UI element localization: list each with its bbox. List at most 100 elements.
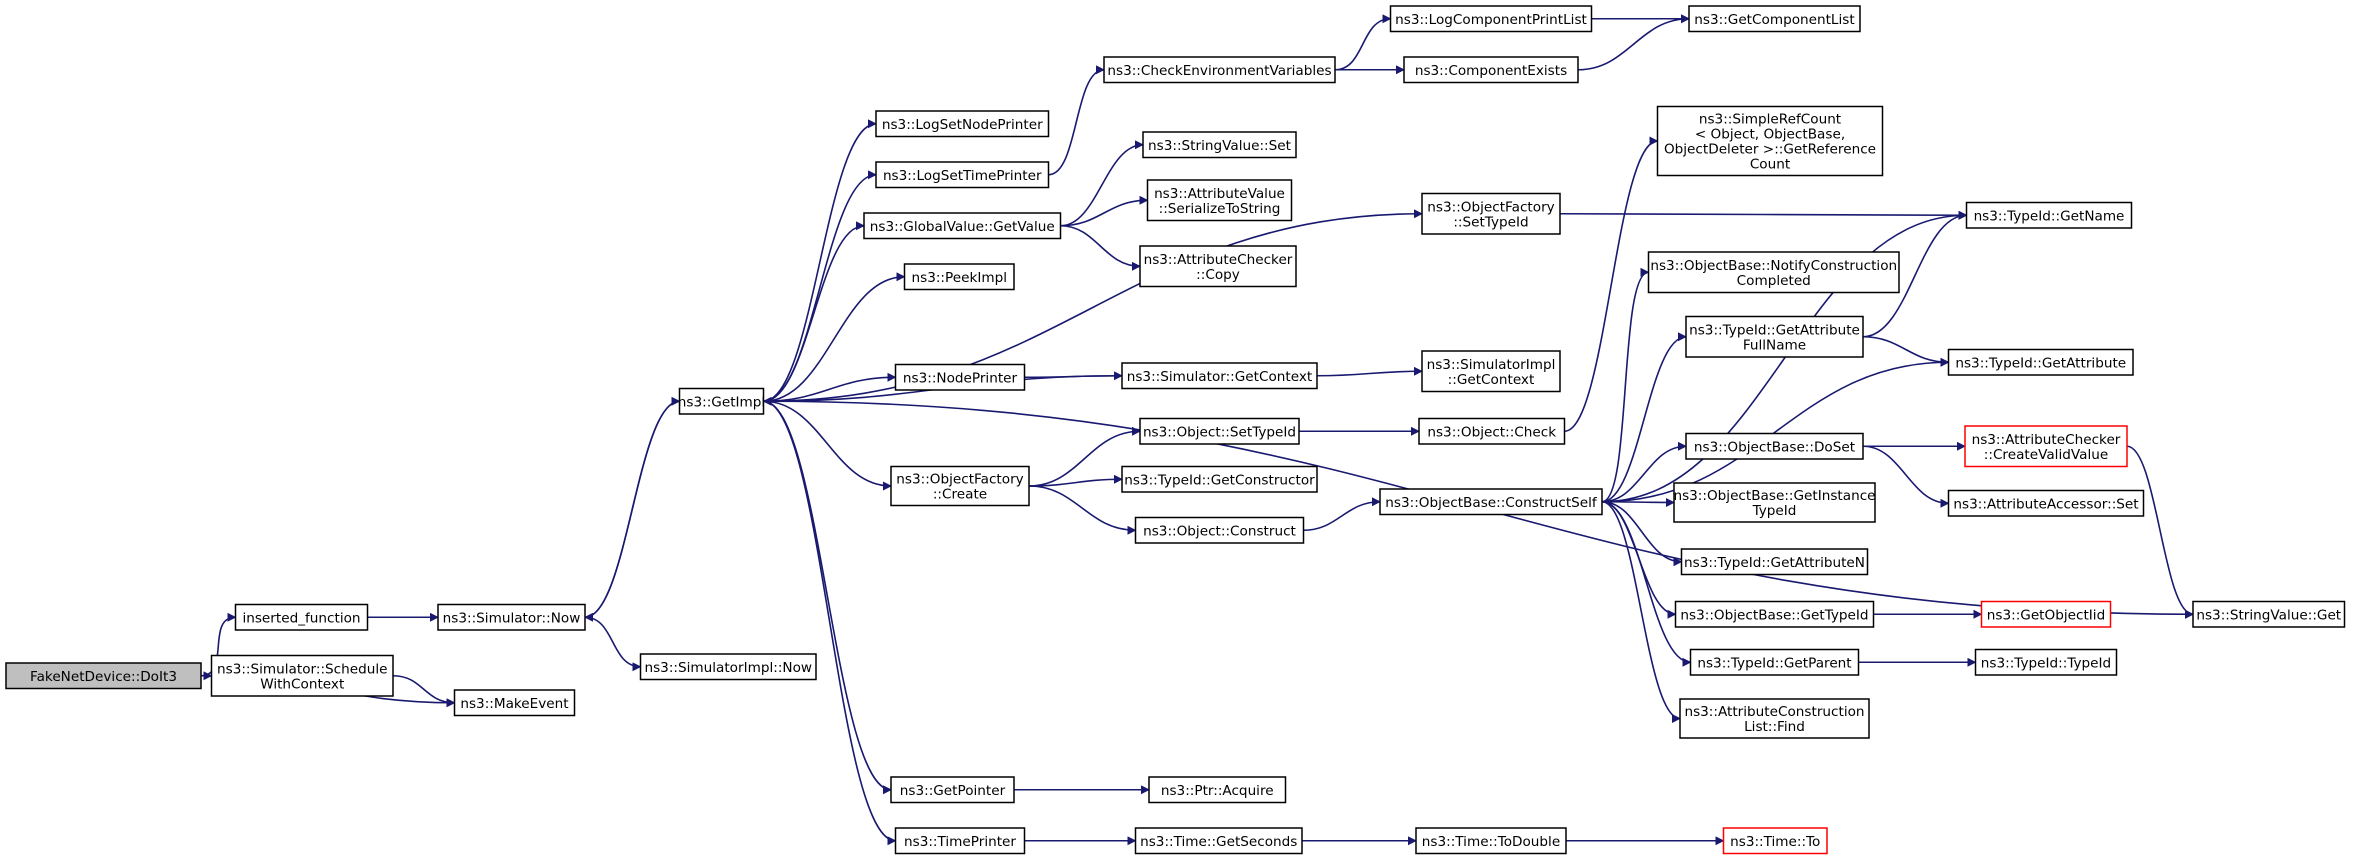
node-box — [1134, 827, 1303, 855]
node-label: ns3::GetObjectIid — [1987, 607, 2105, 623]
node-label: WithContext — [260, 676, 344, 692]
node-obj-settypeid[interactable]: ns3::Object::SetTypeId — [1139, 417, 1300, 445]
node-box — [210, 654, 394, 697]
node-label: ns3::Simulator::GetContext — [1127, 369, 1313, 385]
node-label: ns3::MakeEvent — [460, 696, 568, 712]
call-edge-ob_constructself-to-typeid_getattrfull — [1601, 332, 1687, 503]
node-ob-notify[interactable]: ns3::ObjectBase::NotifyConstructionCompl… — [1647, 251, 1900, 294]
node-box — [2192, 600, 2346, 628]
node-label: ns3::TypeId::GetConstructor — [1124, 472, 1315, 488]
node-label: ns3::GetImpl — [678, 394, 765, 410]
node-label: inserted_function — [242, 610, 360, 626]
call-edge-getimpl-to-of_create — [763, 400, 892, 491]
node-box — [1403, 56, 1579, 84]
node-time-getseconds[interactable]: ns3::Time::GetSeconds — [1134, 827, 1303, 855]
node-ob-gettypeid[interactable]: ns3::ObjectBase::GetTypeId — [1674, 600, 1875, 628]
node-typeid-getattr[interactable]: ns3::TypeId::GetAttribute — [1947, 348, 2134, 376]
node-makeevent[interactable]: ns3::MakeEvent — [453, 689, 576, 717]
node-box — [1148, 776, 1287, 804]
node-label: ::SerializeToString — [1159, 201, 1281, 217]
node-box — [875, 110, 1050, 138]
node-simplerefcount[interactable]: ns3::SimpleRefCount< Object, ObjectBase,… — [1656, 105, 1884, 177]
node-ac-copy[interactable]: ns3::AttributeChecker::Copy — [1139, 245, 1297, 288]
node-box — [639, 653, 817, 681]
node-lognodeprinter[interactable]: ns3::LogSetNodePrinter — [875, 110, 1050, 138]
node-typeid-getname[interactable]: ns3::TypeId::GetName — [1965, 201, 2133, 229]
node-getobjectiid[interactable]: ns3::GetObjectIid — [1980, 600, 2112, 628]
node-logtimeprinter[interactable]: ns3::LogSetTimePrinter — [875, 161, 1050, 189]
node-label: ns3::AttributeAccessor::Set — [1953, 496, 2138, 512]
node-label: ns3::SimulatorImpl — [1427, 357, 1556, 373]
node-getcomplist[interactable]: ns3::GetComponentList — [1688, 5, 1861, 33]
call-edge-typeid_getattrfull-to-typeid_getname — [1862, 210, 1968, 338]
node-label: ns3::TypeId::GetName — [1974, 208, 2125, 224]
node-aa-set[interactable]: ns3::AttributeAccessor::Set — [1947, 489, 2145, 517]
node-of-create[interactable]: ns3::ObjectFactory::Create — [890, 465, 1030, 507]
node-label: ns3::TypeId::GetAttributeN — [1684, 555, 1865, 571]
node-label: ns3::ObjectBase::GetTypeId — [1680, 607, 1868, 623]
call-edge-logtimeprinter-to-checkenv — [1048, 65, 1105, 176]
call-edge-ac_createvalid-to-stringvalue_get — [2126, 445, 2194, 619]
node-box — [1139, 417, 1300, 445]
node-label: ns3::LogSetTimePrinter — [883, 168, 1042, 184]
node-simimpl-getcontext[interactable]: ns3::SimulatorImpl::GetContext — [1421, 350, 1561, 393]
node-sim-getcontext[interactable]: ns3::Simulator::GetContext — [1121, 362, 1318, 390]
node-stringvalue-get[interactable]: ns3::StringValue::Get — [2192, 600, 2346, 628]
node-sim-now[interactable]: ns3::Simulator::Now — [437, 603, 586, 631]
call-edge-ob_constructself-to-typeid_getname — [1601, 210, 1968, 503]
node-label: ns3::AttributeConstruction — [1684, 704, 1864, 720]
node-label: ns3::GetComponentList — [1694, 12, 1854, 28]
node-simimpl-now[interactable]: ns3::SimulatorImpl::Now — [639, 653, 817, 681]
node-box — [1146, 179, 1293, 222]
node-label: ns3::ObjectBase::GetInstance — [1673, 488, 1875, 504]
node-obj-construct[interactable]: ns3::Object::Construct — [1134, 516, 1305, 544]
call-edge-getimpl-to-logtimeprinter — [763, 170, 877, 403]
node-root[interactable]: FakeNetDevice::DoIt3 — [5, 662, 202, 690]
call-edge-ob_constructself-to-ob_notify — [1601, 267, 1650, 503]
node-getimpl[interactable]: ns3::GetImpl — [678, 387, 765, 415]
node-getpointer[interactable]: ns3::GetPointer — [890, 776, 1015, 804]
node-timeprinter[interactable]: ns3::TimePrinter — [894, 827, 1026, 855]
node-ob-doset[interactable]: ns3::ObjectBase::DoSet — [1685, 432, 1864, 460]
node-of-settypeid[interactable]: ns3::ObjectFactory::SetTypeId — [1421, 192, 1561, 235]
node-typeid-getctor[interactable]: ns3::TypeId::GetConstructor — [1121, 465, 1318, 493]
node-compexists[interactable]: ns3::ComponentExists — [1403, 56, 1579, 84]
node-label: ns3::TimePrinter — [904, 834, 1016, 850]
node-typeid-getattrn[interactable]: ns3::TypeId::GetAttributeN — [1680, 548, 1869, 576]
node-box — [1121, 362, 1318, 390]
node-typeid-typeid[interactable]: ns3::TypeId::TypeId — [1974, 648, 2118, 676]
call-edge-ob_doset-to-aa_set — [1862, 445, 1950, 508]
node-label: FullName — [1743, 337, 1806, 353]
node-label: ns3::Object::Check — [1427, 424, 1556, 440]
node-box — [903, 263, 1015, 291]
node-peekimpl[interactable]: ns3::PeekImpl — [903, 263, 1015, 291]
call-edge-obj_check-to-simplerefcount — [1564, 136, 1659, 433]
call-edge-gv_getvalue-to-av_serialize — [1060, 195, 1149, 227]
node-ac-createvalid[interactable]: ns3::AttributeChecker::CreateValidValue — [1964, 425, 2128, 468]
node-gv-getvalue[interactable]: ns3::GlobalValue::GetValue — [863, 212, 1062, 240]
node-box — [1980, 600, 2112, 628]
node-label: ns3::ObjectFactory — [896, 472, 1023, 488]
node-label: Completed — [1737, 273, 1811, 289]
node-box — [875, 161, 1050, 189]
node-nodeprinter[interactable]: ns3::NodePrinter — [894, 363, 1026, 391]
node-inserted-function[interactable]: inserted_function — [234, 603, 369, 631]
node-stringvalue-set[interactable]: ns3::StringValue::Set — [1142, 131, 1297, 159]
node-checkenv[interactable]: ns3::CheckEnvironmentVariables — [1103, 56, 1336, 84]
node-obj-check[interactable]: ns3::Object::Check — [1418, 417, 1566, 445]
node-ptr-acquire[interactable]: ns3::Ptr::Acquire — [1148, 776, 1287, 804]
node-box — [1685, 315, 1864, 358]
function-nodes: FakeNetDevice::DoIt3inserted_functionns3… — [5, 5, 2346, 855]
node-av-serialize[interactable]: ns3::AttributeValue::SerializeToString — [1146, 179, 1293, 222]
node-label: ::Copy — [1196, 267, 1240, 283]
node-typeid-getparent[interactable]: ns3::TypeId::GetParent — [1689, 648, 1860, 676]
node-time-to[interactable]: ns3::Time::To — [1722, 827, 1828, 855]
node-time-todouble[interactable]: ns3::Time::ToDouble — [1415, 827, 1567, 855]
node-ob-constructself[interactable]: ns3::ObjectBase::ConstructSelf — [1379, 488, 1603, 516]
node-logcomp-printlist[interactable]: ns3::LogComponentPrintList — [1389, 5, 1593, 33]
node-box — [1689, 648, 1860, 676]
